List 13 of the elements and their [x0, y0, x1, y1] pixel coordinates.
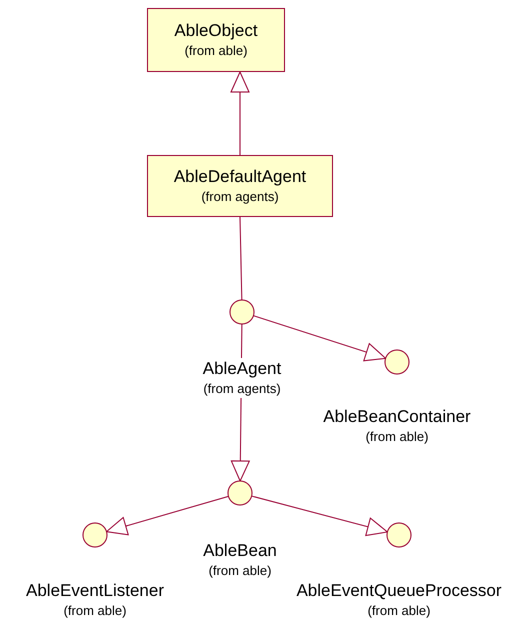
package-label: (from agents) — [201, 380, 283, 398]
class-box — [147, 8, 285, 72]
generalization-arrow — [230, 72, 250, 156]
class-name: AbleAgent — [200, 358, 284, 380]
connector-line — [240, 216, 242, 300]
generalization-arrow — [252, 315, 386, 362]
package-label: (from agents) — [201, 188, 279, 206]
package-label: (from able) — [184, 42, 248, 60]
class-box — [147, 155, 333, 217]
class-name: AbleObject — [174, 20, 258, 42]
generalization-arrow — [106, 496, 229, 536]
generalization-arrow — [251, 496, 388, 536]
class-name: AbleDefaultAgent — [174, 166, 306, 188]
